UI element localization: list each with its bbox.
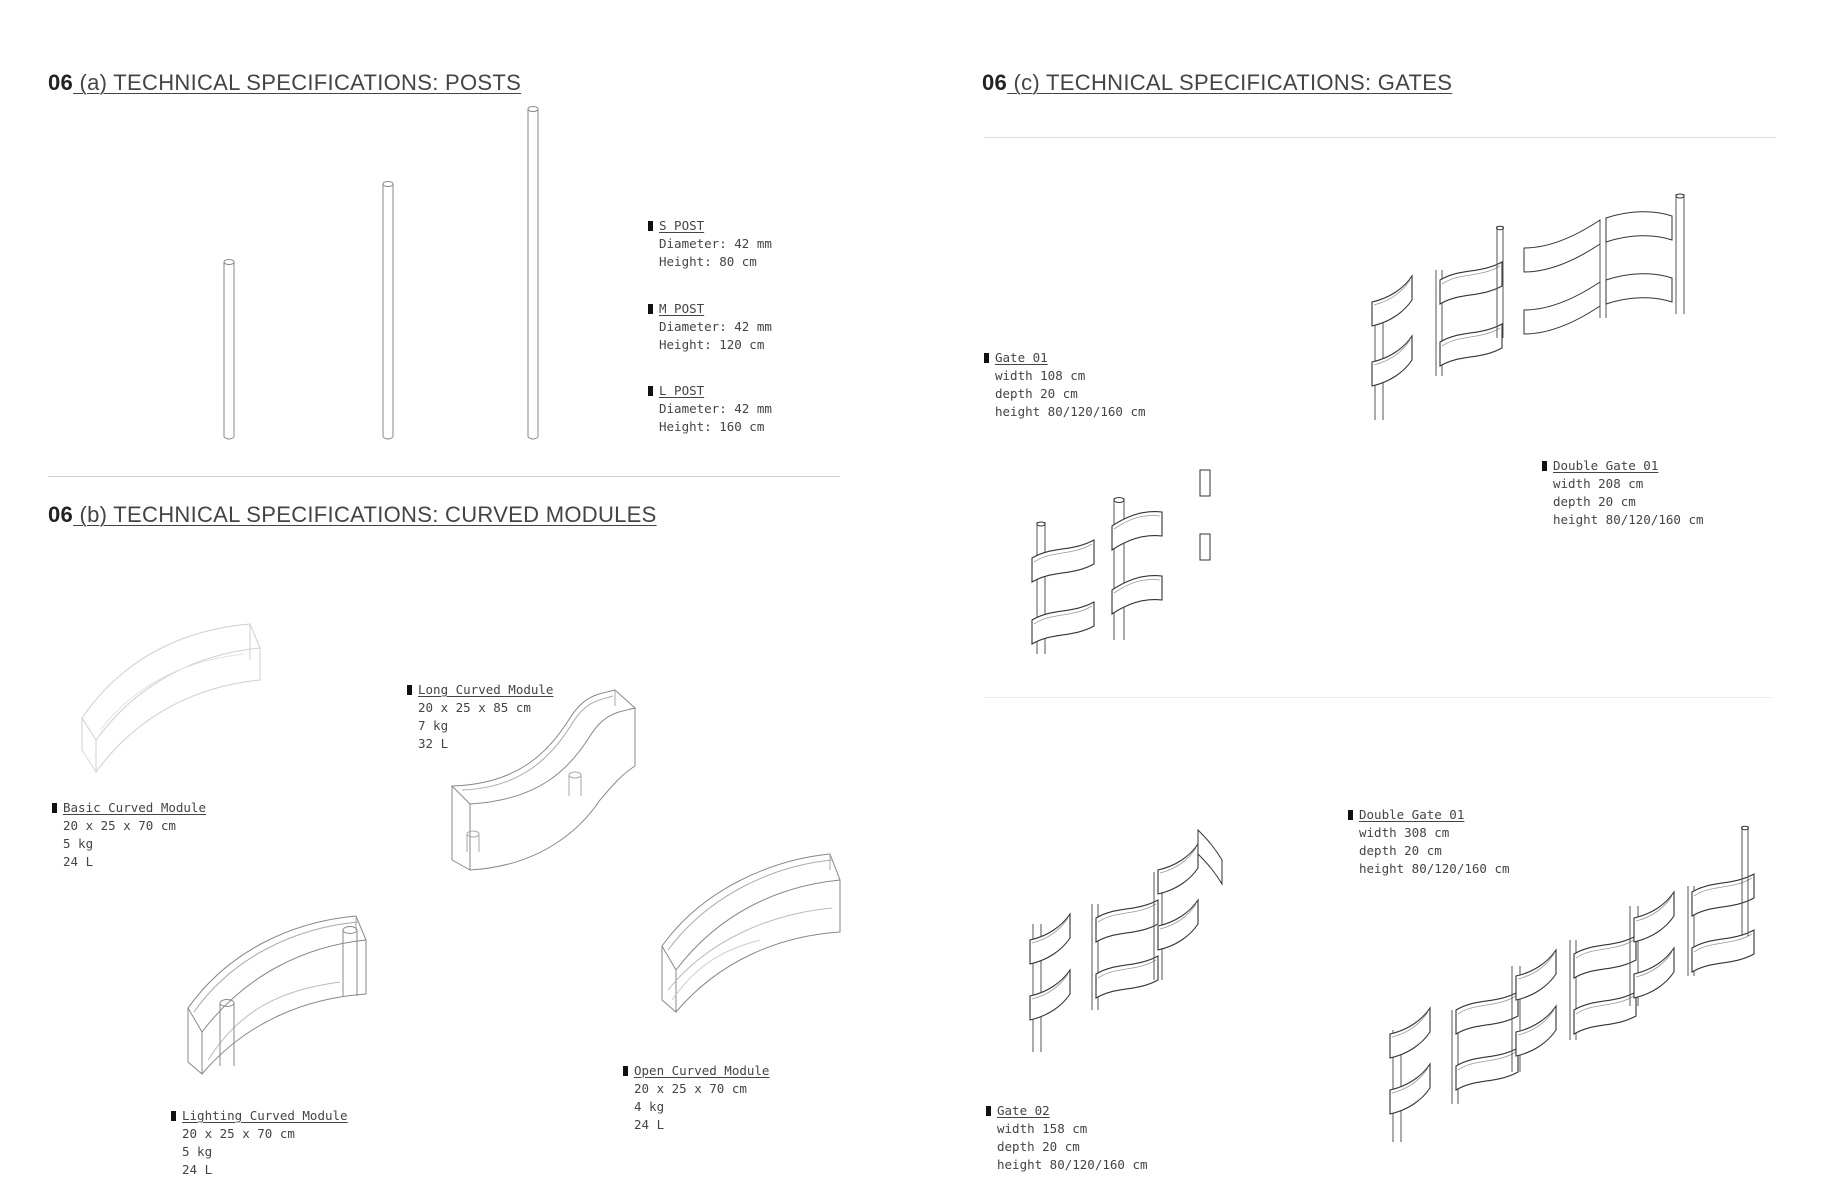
- spec-line: 20 x 25 x 70 cm: [182, 1126, 295, 1141]
- spec-title: S POST: [659, 218, 705, 233]
- post-m-drawing: [383, 182, 393, 440]
- post-l-drawing: [528, 107, 538, 440]
- spec-lighting-curved-module: Lighting Curved Module 20 x 25 x 70 cm 5…: [171, 1107, 348, 1179]
- spec-title: Double Gate 01: [1359, 807, 1465, 822]
- spec-gate-02: Gate 02 width 158 cm depth 20 cm height …: [986, 1102, 1148, 1174]
- spec-l-post: L POST Diameter: 42 mm Height: 160 cm: [648, 382, 772, 436]
- gates-heading-text: (c) TECHNICAL SPECIFICATIONS: GATES: [1007, 70, 1453, 95]
- spec-title: Basic Curved Module: [63, 800, 206, 815]
- bullet-marker: [986, 1106, 991, 1116]
- spec-line: depth 20 cm: [997, 1139, 1080, 1154]
- spec-line: width 108 cm: [995, 368, 1086, 383]
- spec-line: height 80/120/160 cm: [1359, 861, 1510, 876]
- spec-line: width 208 cm: [1553, 476, 1644, 491]
- spec-line: 24 L: [634, 1117, 665, 1132]
- spec-line: Height: 160 cm: [659, 419, 765, 434]
- bullet-marker: [407, 685, 412, 695]
- spec-long-curved-module: Long Curved Module 20 x 25 x 85 cm 7 kg …: [407, 681, 554, 753]
- spec-line: height 80/120/160 cm: [997, 1157, 1148, 1172]
- spec-s-post: S POST Diameter: 42 mm Height: 80 cm: [648, 217, 772, 271]
- open-curved-module-drawing: [662, 854, 840, 1012]
- spec-line: Diameter: 42 mm: [659, 319, 772, 334]
- spec-line: height 80/120/160 cm: [995, 404, 1146, 419]
- spec-line: depth 20 cm: [1359, 843, 1442, 858]
- double-gate-01-drawing-bottom: [1389, 826, 1755, 1142]
- divider-posts-modules: [48, 476, 840, 477]
- basic-curved-module-drawing: [82, 624, 260, 772]
- bullet-marker: [52, 803, 57, 813]
- gate-01-drawing: [1031, 470, 1210, 654]
- spec-line: 32 L: [418, 736, 449, 751]
- gates-heading-number: 06: [982, 70, 1008, 95]
- spec-line: Diameter: 42 mm: [659, 401, 772, 416]
- spec-line: 24 L: [182, 1162, 213, 1177]
- divider-gates-top: [984, 137, 1776, 138]
- spec-open-curved-module: Open Curved Module 20 x 25 x 70 cm 4 kg …: [623, 1062, 770, 1134]
- spec-gate-01: Gate 01 width 108 cm depth 20 cm height …: [984, 349, 1146, 421]
- spec-title: Gate 02: [997, 1103, 1050, 1118]
- gates-heading: 06 (c) TECHNICAL SPECIFICATIONS: GATES: [982, 70, 1452, 96]
- bullet-marker: [984, 353, 989, 363]
- spec-title: Open Curved Module: [634, 1063, 770, 1078]
- gate-02-drawing: [1029, 830, 1222, 1052]
- spec-double-gate-01-top: Double Gate 01 width 208 cm depth 20 cm …: [1542, 457, 1704, 529]
- spec-line: 24 L: [63, 854, 94, 869]
- posts-heading-number: 06: [48, 70, 74, 95]
- spec-double-gate-01-bottom: Double Gate 01 width 308 cm depth 20 cm …: [1348, 806, 1510, 878]
- spec-line: width 308 cm: [1359, 825, 1450, 840]
- spec-line: depth 20 cm: [1553, 494, 1636, 509]
- spec-title: L POST: [659, 383, 705, 398]
- spec-line: Height: 80 cm: [659, 254, 757, 269]
- spec-title: Lighting Curved Module: [182, 1108, 348, 1123]
- spec-line: 20 x 25 x 70 cm: [634, 1081, 747, 1096]
- spec-title: M POST: [659, 301, 705, 316]
- bullet-marker: [1542, 461, 1547, 471]
- spec-line: 7 kg: [418, 718, 449, 733]
- bullet-marker: [648, 304, 653, 314]
- spec-line: height 80/120/160 cm: [1553, 512, 1704, 527]
- spec-title: Long Curved Module: [418, 682, 554, 697]
- bullet-marker: [623, 1066, 628, 1076]
- post-s-drawing: [224, 260, 234, 440]
- posts-heading: 06 (a) TECHNICAL SPECIFICATIONS: POSTS: [48, 70, 521, 96]
- modules-heading: 06 (b) TECHNICAL SPECIFICATIONS: CURVED …: [48, 502, 657, 528]
- spec-line: Height: 120 cm: [659, 337, 765, 352]
- modules-heading-text: (b) TECHNICAL SPECIFICATIONS: CURVED MOD…: [73, 502, 657, 527]
- bullet-marker: [648, 386, 653, 396]
- spec-line: 5 kg: [63, 836, 94, 851]
- spec-basic-curved-module: Basic Curved Module 20 x 25 x 70 cm 5 kg…: [52, 799, 206, 871]
- long-curved-module-drawing: [452, 690, 635, 870]
- bullet-marker: [1348, 810, 1353, 820]
- bullet-marker: [171, 1111, 176, 1121]
- double-gate-01-drawing-top: [1371, 194, 1684, 420]
- spec-line: width 158 cm: [997, 1121, 1088, 1136]
- lighting-curved-module-drawing: [188, 916, 366, 1074]
- spec-line: 4 kg: [634, 1099, 665, 1114]
- spec-title: Gate 01: [995, 350, 1048, 365]
- spec-line: 5 kg: [182, 1144, 213, 1159]
- spec-line: depth 20 cm: [995, 386, 1078, 401]
- spec-line: Diameter: 42 mm: [659, 236, 772, 251]
- spec-title: Double Gate 01: [1553, 458, 1659, 473]
- modules-heading-number: 06: [48, 502, 74, 527]
- spec-m-post: M POST Diameter: 42 mm Height: 120 cm: [648, 300, 772, 354]
- posts-heading-text: (a) TECHNICAL SPECIFICATIONS: POSTS: [73, 70, 522, 95]
- divider-gates-middle: [984, 697, 1772, 698]
- spec-line: 20 x 25 x 70 cm: [63, 818, 176, 833]
- bullet-marker: [648, 221, 653, 231]
- spec-line: 20 x 25 x 85 cm: [418, 700, 531, 715]
